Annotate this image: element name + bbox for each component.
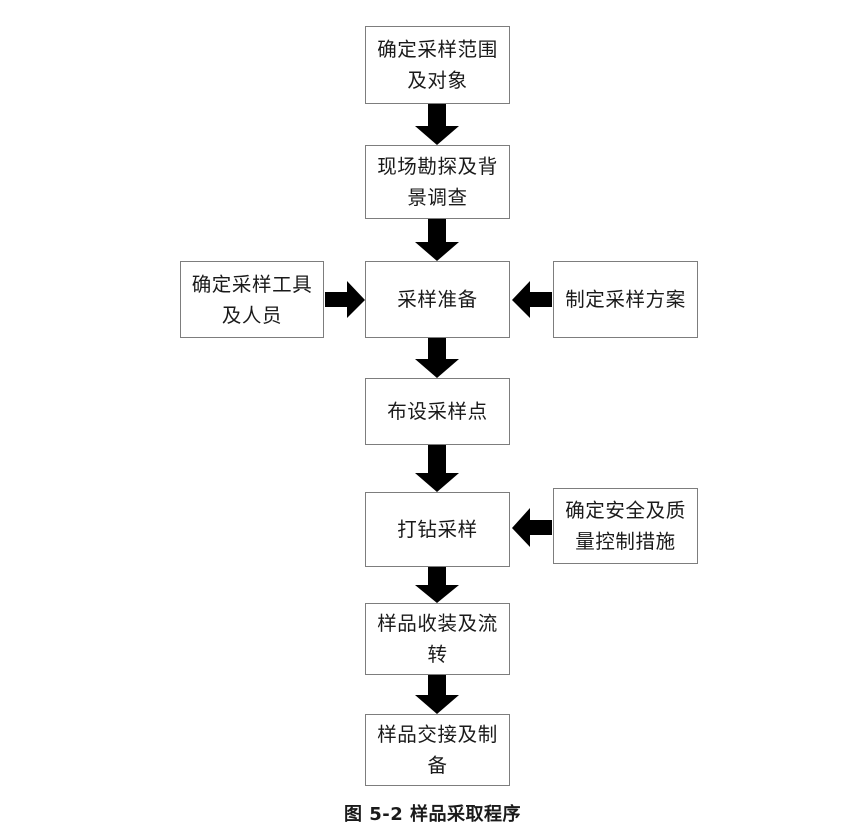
- node-line: 采样准备: [397, 288, 478, 311]
- arrow-left-plan-to-preparation: [512, 281, 552, 318]
- node-formulate-sampling-plan: 制定采样方案: [553, 261, 698, 338]
- node-line: 确定采样范围: [377, 38, 498, 61]
- node-drilling-sampling: 打钻采样: [365, 492, 510, 567]
- node-line: 打钻采样: [397, 518, 478, 541]
- node-layout-sampling-points: 布设采样点: [365, 378, 510, 445]
- node-line: 转: [427, 643, 448, 666]
- node-determine-sampling-scope: 确定采样范围 及对象: [365, 26, 510, 104]
- figure-caption: 图 5-2 样品采取程序: [343, 804, 522, 825]
- node-line: 及人员: [221, 303, 283, 327]
- arrow-right-tools-to-preparation: [325, 281, 365, 318]
- node-sampling-preparation: 采样准备: [365, 261, 510, 338]
- node-determine-tools-personnel: 确定采样工具 及人员: [180, 261, 324, 338]
- node-line: 量控制措施: [575, 530, 676, 553]
- node-sample-packing-transfer: 样品收装及流 转: [365, 603, 510, 675]
- node-line: 景调查: [407, 186, 468, 209]
- arrow-down-scope-to-survey: [415, 104, 459, 145]
- node-safety-quality-control: 确定安全及质 量控制措施: [553, 488, 698, 564]
- arrow-down-drilling-to-packing: [415, 567, 459, 603]
- arrow-down-points-to-drilling: [415, 445, 459, 492]
- node-line: 布设采样点: [387, 400, 488, 423]
- node-line: 样品收装及流: [377, 612, 498, 635]
- node-line: 确定安全及质: [565, 499, 686, 522]
- node-line: 制定采样方案: [565, 288, 686, 311]
- arrow-down-preparation-to-points: [415, 338, 459, 378]
- node-sample-handover-preparation: 样品交接及制 备: [365, 714, 510, 786]
- node-site-survey-background: 现场勘探及背 景调查: [365, 145, 510, 219]
- node-line: 确定采样工具: [191, 272, 313, 296]
- node-line: 样品交接及制: [377, 723, 498, 746]
- arrow-down-survey-to-preparation: [415, 219, 459, 261]
- node-line: 及对象: [407, 69, 468, 92]
- arrow-down-packing-to-handover: [415, 675, 459, 714]
- node-line: 备: [427, 754, 448, 777]
- node-line: 现场勘探及背: [377, 155, 498, 178]
- arrow-left-quality-to-drilling: [512, 508, 552, 547]
